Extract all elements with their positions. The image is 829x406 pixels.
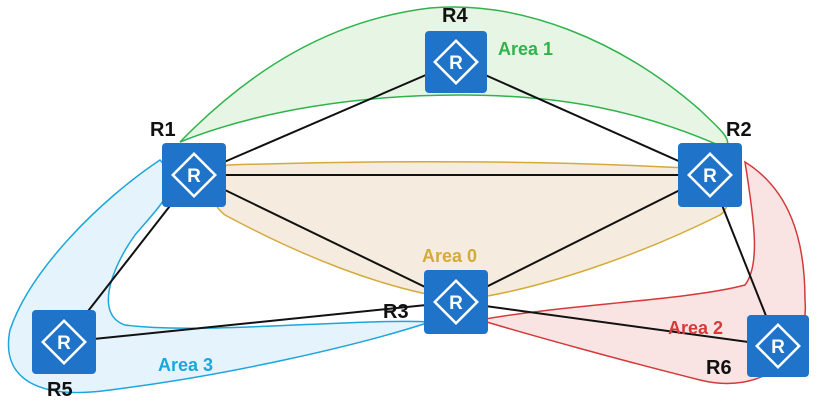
area-2-region (479, 160, 806, 385)
svg-text:R: R (771, 337, 785, 358)
area-labels: Area 1 Area 0 Area 2 Area 3 (158, 39, 723, 375)
area-regions (7, 6, 806, 394)
area-3-region (7, 159, 431, 394)
area-2-label: Area 2 (668, 318, 723, 338)
router-r4-label: R4 (442, 5, 468, 27)
svg-text:R: R (57, 333, 71, 354)
router-icon: R (32, 310, 96, 374)
router-r3[interactable]: R (424, 270, 488, 334)
link-r4-r2 (455, 61, 711, 176)
router-icon: R (678, 143, 742, 207)
router-r3-label: R3 (383, 301, 409, 323)
svg-text:R: R (187, 166, 201, 187)
link-r3-r6 (455, 301, 779, 347)
router-labels: R4 R1 R2 R3 R5 R6 (47, 5, 752, 401)
svg-text:R: R (449, 53, 463, 74)
link-r5-r3 (63, 301, 457, 343)
router-r2-label: R2 (726, 119, 752, 141)
router-r2[interactable]: R (678, 143, 742, 207)
link-r2-r3 (455, 174, 711, 303)
router-r4[interactable]: R (425, 31, 487, 93)
router-r5-label: R5 (47, 379, 73, 401)
link-r1-r4 (193, 61, 457, 176)
router-r1-label: R1 (150, 119, 176, 141)
svg-text:R: R (449, 293, 463, 314)
area-0-label: Area 0 (422, 246, 477, 266)
router-r6[interactable]: R (747, 315, 809, 377)
area-1-label: Area 1 (498, 39, 553, 59)
router-r5[interactable]: R (32, 310, 96, 374)
router-icon: R (747, 315, 809, 377)
router-icon: R (424, 270, 488, 334)
area-3-label: Area 3 (158, 355, 213, 375)
link-r1-r3 (193, 174, 457, 303)
area-0-region (210, 160, 731, 301)
router-icon: R (425, 31, 487, 93)
router-icon: R (162, 143, 226, 207)
routers: R R R R (32, 31, 809, 377)
router-r6-label: R6 (706, 357, 732, 379)
router-r1[interactable]: R (162, 143, 226, 207)
svg-text:R: R (703, 166, 717, 187)
